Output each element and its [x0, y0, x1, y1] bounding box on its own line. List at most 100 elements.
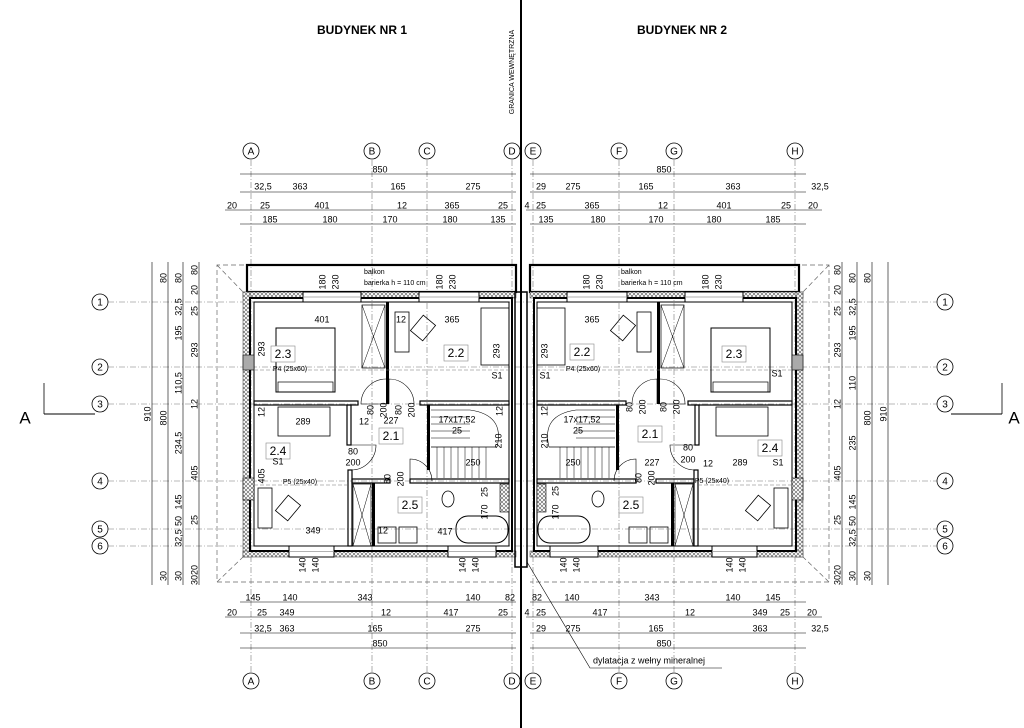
dimension-label: 3020 [189, 565, 199, 585]
axis-label: 4 [97, 477, 103, 488]
dimension-label: 349 [279, 607, 294, 617]
exterior-wall [249, 297, 513, 552]
desk [257, 487, 273, 529]
dimension-label: 25 [498, 607, 508, 617]
dimension-label: 80 [189, 265, 199, 275]
annotation: P4 (25x60) [566, 366, 600, 373]
annotation: 25 [550, 486, 560, 496]
annotation: 140 [457, 557, 467, 572]
dimension-label: 275 [465, 623, 480, 633]
dimension-label: 30 [173, 571, 183, 581]
dimension-label: 25 [189, 306, 199, 316]
window-side [242, 477, 255, 501]
room-number-box [443, 344, 469, 362]
axis-bubble [242, 142, 260, 160]
axis-label: 1 [942, 298, 948, 309]
dimension-label: 12 [685, 607, 695, 617]
axis-label: A [248, 677, 255, 688]
partition-wall [346, 404, 352, 446]
dimension-label: 170 [648, 214, 663, 224]
axis-bubble [665, 672, 683, 690]
dimension-label: 195 [847, 325, 857, 340]
roof-hip-line [216, 264, 244, 293]
partition-wall [253, 400, 359, 406]
dimension-label: 195 [173, 325, 183, 340]
dimension-label: 275 [565, 181, 580, 191]
room-number: 2.1 [642, 427, 659, 441]
roof-hip-line [802, 556, 830, 583]
room-number: 2.2 [448, 346, 465, 360]
dimension-label: 12 [397, 200, 407, 210]
axis-label: 3 [97, 400, 103, 411]
bath-cabinet [499, 483, 510, 513]
chair [409, 314, 437, 342]
dimension-label: 180 [706, 214, 721, 224]
roof-hip-line [216, 556, 244, 583]
expansion-joint-note: dylatacja z wełny mineralnej [593, 655, 705, 665]
annotation: P5 (25x40) [695, 478, 729, 485]
dimension-label: 145 [173, 494, 183, 509]
room-number-box [618, 496, 644, 514]
bed [536, 307, 566, 366]
annotation: 405 [256, 468, 266, 483]
dimension-label: 32,5 [173, 298, 183, 316]
dimension-label: 32,5 [811, 623, 829, 633]
desk [636, 311, 652, 353]
dimension-label: 12 [381, 607, 391, 617]
axis-bubble [363, 142, 381, 160]
chair [274, 494, 302, 522]
axis-bubble [610, 672, 628, 690]
annotation: S1 [771, 368, 782, 378]
axis-bubble [936, 293, 954, 311]
stair-wall [616, 405, 619, 470]
desk [394, 311, 410, 353]
dimension-label: 180 [590, 214, 605, 224]
dimension-label: 32,5 [847, 529, 857, 547]
dimension-label: 275 [465, 181, 480, 191]
dimension-label: 401 [314, 200, 329, 210]
partition-wall [351, 478, 391, 484]
dimension-label: 343 [357, 592, 372, 602]
annotation: 17x17,52 [563, 414, 600, 424]
room-number-box [270, 345, 296, 363]
axis-label: G [670, 147, 678, 158]
chair [744, 494, 772, 522]
dimension-label: 405 [832, 465, 842, 480]
balcony-barrier-label: barierka h = 110 cm [364, 280, 426, 287]
annotation: 12 [396, 314, 406, 324]
annotation: 289 [295, 416, 310, 426]
section-mark: A [19, 408, 31, 427]
dimension-label: 20 [832, 285, 842, 295]
annotation: 12 [703, 458, 713, 468]
dimension-label: 20 [807, 607, 817, 617]
dimension-label: 800 [862, 410, 872, 425]
dimension-label: 25 [832, 306, 842, 316]
dimension-label: 3020 [832, 565, 842, 585]
annotation: S1 [272, 456, 283, 466]
dimension-label: 32,5 [254, 623, 272, 633]
axis-label: 2 [942, 363, 948, 374]
annotation: 417 [437, 526, 452, 536]
annotation: 250 [565, 457, 580, 467]
annotation: 200 [395, 471, 405, 486]
dimension-label: 365 [444, 200, 459, 210]
door-swing [360, 378, 387, 405]
roof-hip-line [802, 264, 830, 293]
annotation: 230 [713, 274, 723, 289]
dimension-label: 32,5 [254, 181, 272, 191]
dimension-label: 343 [644, 592, 659, 602]
annotation: 230 [594, 274, 604, 289]
axis-label: C [423, 677, 430, 688]
dimension-label: 32,5 [811, 181, 829, 191]
room-number: 2.4 [270, 444, 287, 458]
annotation: 12 [256, 407, 266, 417]
dimension-label: 30 [847, 571, 857, 581]
partition-wall [687, 400, 793, 406]
dimension-label: 165 [648, 623, 663, 633]
dimension-label: 4 [524, 200, 529, 210]
annotation: 12 [494, 406, 504, 416]
dimension-label: 165 [638, 181, 653, 191]
annotation: 200 [646, 470, 656, 485]
annotation: 25 [479, 487, 489, 497]
axis-label: 2 [97, 363, 103, 374]
